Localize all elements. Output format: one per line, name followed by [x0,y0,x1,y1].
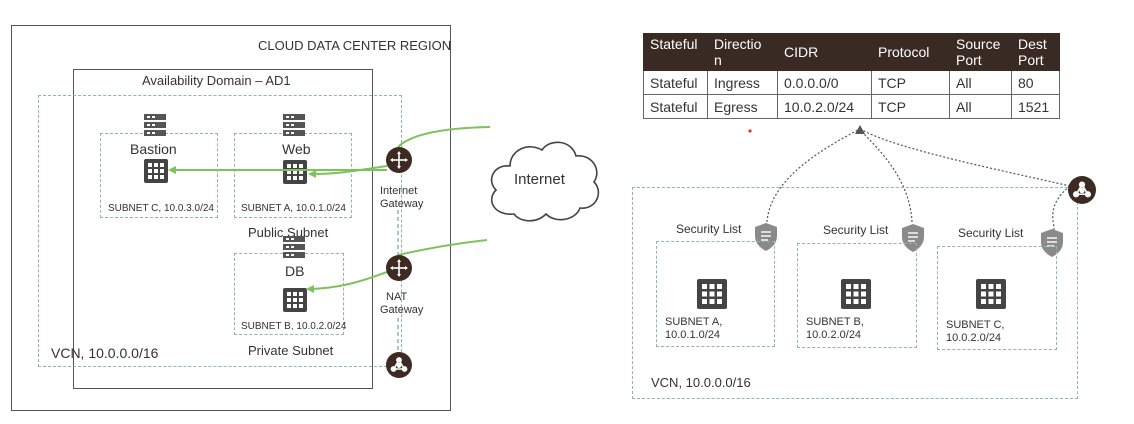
table-cell: Egress [707,94,778,119]
subnet-c-cidr: SUBNET C, 10.0.3.0/24 [108,203,214,214]
server-icon [144,114,166,136]
subnet-b-cidr: SUBNET B, 10.0.2.0/24 [241,321,347,332]
table-cell: All [949,94,1012,119]
private-subnet-label: Private Subnet [248,343,334,358]
subnet-c-box [937,246,1057,350]
internet-cloud-icon [490,141,600,222]
table-cell: 10.0.2.0/24 [777,94,872,119]
vcn-label-right: VCN, 10.0.0.0/16 [651,375,751,390]
shield-icon [902,224,924,252]
security-list-label: Security List [676,222,742,236]
region-box [11,25,451,411]
table-cell: All [949,70,1012,95]
subnet-a-name: SUBNET A, [665,316,723,328]
db-label: DB [285,263,305,279]
table-cell: 0.0.0.0/0 [777,70,872,95]
availability-domain-box [73,69,373,389]
vcn-box-right [632,187,1078,399]
region-label: CLOUD DATA CENTER REGION [258,38,452,53]
router-icon [386,352,412,378]
internet-gateway-label-2: Gateway [380,198,424,210]
subnet-a-cidr: 10.0.1.0/24 [665,329,721,341]
subnet-c-name: SUBNET C, [946,319,1005,331]
bastion-label: Bastion [130,141,177,157]
shield-icon [755,223,777,251]
router-icon [1068,176,1096,204]
subnet-a-box [656,241,775,347]
compute-instance-icon [283,160,307,184]
compute-instance-icon [144,159,168,183]
subnet-b-box [797,243,917,348]
table-cell: TCP [871,94,950,119]
compute-instance-icon [697,279,727,309]
table-cell: Stateful [643,94,708,119]
internet-gateway-label-1: Internet [380,185,418,197]
table-row: Stateful Ingress 0.0.0.0/0 TCP All 80 [643,70,1060,95]
subnet-a-cidr: SUBNET A, 10.0.1.0/24 [241,203,346,214]
nat-gateway-label-1: NAT [386,291,408,303]
subnet-b-cidr: 10.0.2.0/24 [806,329,862,341]
header-stateful: Stateful [643,33,708,71]
internet-label: Internet [514,171,565,188]
availability-domain-label: Availability Domain – AD1 [142,73,291,88]
public-subnet-label: Public Subnet [248,225,329,240]
table-row: Stateful Egress 10.0.2.0/24 TCP All 1521 [643,94,1060,119]
server-icon [283,236,305,258]
vcn-label-left: VCN, 10.0.0.0/16 [51,345,159,361]
nat-gateway-label-2: Gateway [380,304,424,316]
table-cell: 80 [1011,70,1060,95]
server-icon [283,114,305,136]
security-list-label: Security List [823,223,889,237]
internet-gateway-icon [386,147,412,173]
header-cidr: CIDR [777,33,872,71]
table-cell: 1521 [1011,94,1060,119]
compute-instance-icon [283,288,307,312]
security-list-label: Security List [958,226,1024,240]
compute-instance-icon [841,279,871,309]
subnet-c-cidr: 10.0.2.0/24 [946,332,1002,344]
web-label: Web [282,141,311,157]
nat-gateway-icon [386,255,412,281]
header-protocol: Protocol [871,33,950,71]
compute-instance-icon [976,279,1006,309]
subnet-b-name: SUBNET B, [806,316,864,328]
vcn-box-left [38,95,402,367]
